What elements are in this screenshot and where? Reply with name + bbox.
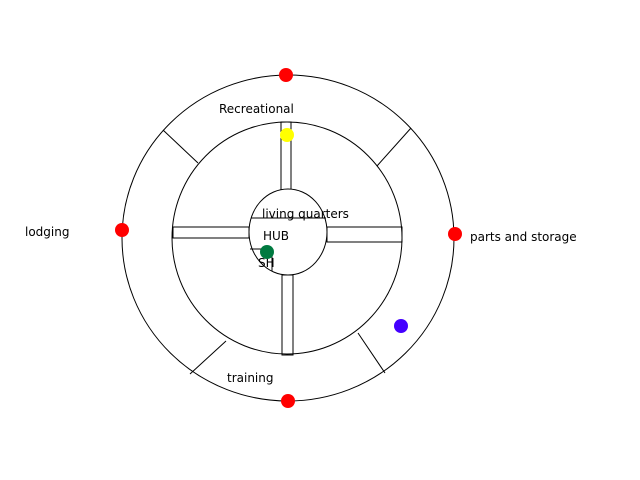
label-parts-storage: parts and storage: [470, 230, 577, 244]
node-right[interactable]: [448, 227, 462, 241]
label-training: training: [227, 371, 274, 385]
ring-divider: [162, 129, 199, 164]
marker-green[interactable]: [260, 245, 274, 259]
label-sh: SH: [258, 256, 275, 270]
node-left[interactable]: [115, 223, 129, 237]
marker-yellow[interactable]: [280, 128, 294, 142]
spoke-right: [326, 226, 403, 243]
label-hub: HUB: [263, 229, 289, 243]
ring-divider: [357, 332, 386, 374]
label-living-quarters: living quarters: [262, 207, 349, 221]
label-lodging: lodging: [25, 225, 69, 239]
spoke-bottom: [281, 274, 294, 356]
ring-divider: [376, 127, 412, 167]
ring-divider: [189, 340, 227, 375]
marker-blue[interactable]: [394, 319, 408, 333]
node-bottom[interactable]: [281, 394, 295, 408]
node-top[interactable]: [279, 68, 293, 82]
spoke-left: [172, 226, 250, 239]
label-recreational: Recreational: [219, 102, 294, 116]
